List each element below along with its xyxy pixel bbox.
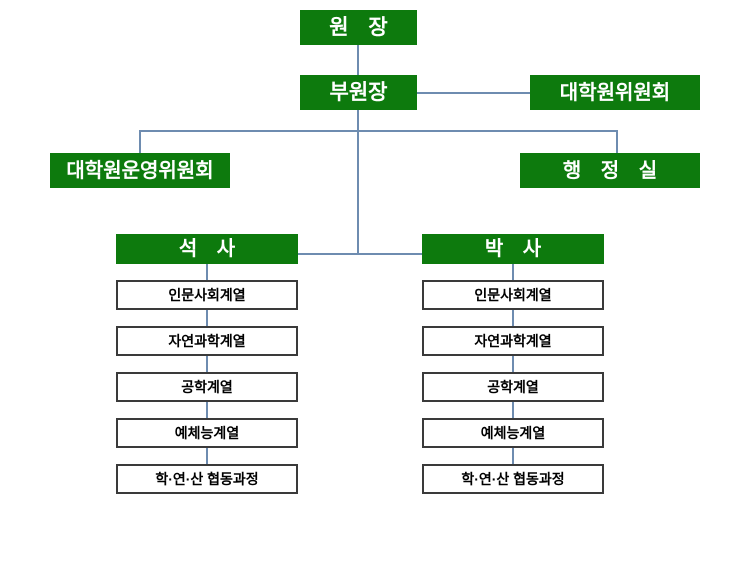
connector-vice-director-trunk (357, 110, 359, 254)
node-vice-director[interactable]: 부원장 (300, 75, 417, 110)
node-doctorate[interactable]: 박 사 (422, 234, 604, 264)
node-director[interactable]: 원 장 (300, 10, 417, 45)
masters-department-3[interactable]: 공학계열 (116, 372, 298, 402)
masters-department-1[interactable]: 인문사회계열 (116, 280, 298, 310)
doctorate-department-3[interactable]: 공학계열 (422, 372, 604, 402)
node-steering-committee[interactable]: 대학원운영위원회 (50, 153, 230, 188)
doctorate-department-2[interactable]: 자연과학계열 (422, 326, 604, 356)
connector-drop-admin-office (616, 130, 618, 153)
connector-director-to-vice-director (357, 45, 359, 75)
node-admin-office[interactable]: 행 정 실 (520, 153, 700, 188)
node-masters[interactable]: 석 사 (116, 234, 298, 264)
masters-department-5[interactable]: 학·연·산 협동과정 (116, 464, 298, 494)
doctorate-department-4[interactable]: 예체능계열 (422, 418, 604, 448)
doctorate-department-1[interactable]: 인문사회계열 (422, 280, 604, 310)
doctorate-department-5[interactable]: 학·연·산 협동과정 (422, 464, 604, 494)
connector-committee-bus (139, 130, 618, 132)
connector-drop-steering-committee (139, 130, 141, 153)
connector-vice-director-to-grad-committee (417, 92, 530, 94)
node-grad-committee[interactable]: 대학원위원회 (530, 75, 700, 110)
masters-department-2[interactable]: 자연과학계열 (116, 326, 298, 356)
masters-department-4[interactable]: 예체능계열 (116, 418, 298, 448)
connector-degree-bus (298, 253, 422, 255)
